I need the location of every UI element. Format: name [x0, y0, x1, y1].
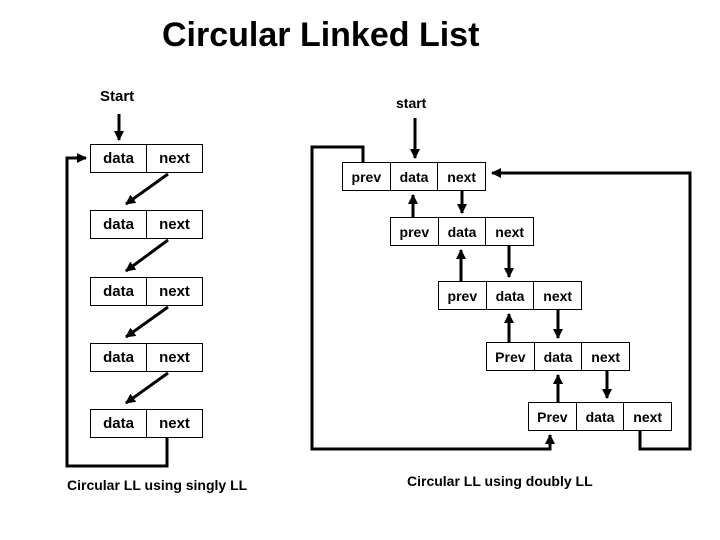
singly-node-4: data next	[90, 343, 203, 372]
singly-node-1: data next	[90, 144, 203, 173]
next-arrow-2	[125, 238, 169, 273]
singly-node-5: data next	[90, 409, 203, 438]
doubly-caption: Circular LL using doubly LL	[407, 473, 593, 489]
data-cell: data	[391, 163, 439, 190]
doubly-node-2: prev data next	[390, 217, 534, 246]
singly-caption: Circular LL using singly LL	[67, 477, 248, 493]
next-arrow-1	[125, 172, 169, 206]
next-cell: next	[159, 283, 190, 300]
data-cell: data	[91, 278, 147, 305]
next-cell: next	[447, 168, 477, 185]
next-cell: next	[633, 408, 663, 425]
doubly-node-1: prev data next	[342, 162, 486, 191]
data-cell: data	[91, 145, 147, 172]
data-cell: data	[91, 211, 147, 238]
singly-node-3: data next	[90, 277, 203, 306]
doubly-node-3: prev data next	[438, 281, 582, 310]
doubly-node-5: Prev data next	[528, 402, 672, 431]
data-cell: data	[535, 343, 583, 370]
prev-cell: prev	[391, 218, 439, 245]
next-cell: next	[159, 216, 190, 233]
prev-cell: prev	[439, 282, 487, 309]
doubly-node-4: Prev data next	[486, 342, 630, 371]
singly-node-2: data next	[90, 210, 203, 239]
data-cell: data	[487, 282, 535, 309]
next-cell: next	[543, 287, 573, 304]
next-arrow-3	[125, 305, 169, 339]
prev-cell: Prev	[529, 403, 577, 430]
data-cell: data	[91, 410, 147, 437]
data-cell: data	[577, 403, 625, 430]
next-cell: next	[159, 150, 190, 167]
next-cell: next	[159, 415, 190, 432]
start-label-doubly: start	[396, 95, 427, 111]
prev-cell: prev	[343, 163, 391, 190]
next-cell: next	[591, 348, 621, 365]
start-label-singly: Start	[100, 88, 135, 105]
next-cell: next	[159, 349, 190, 366]
prev-cell: Prev	[487, 343, 535, 370]
next-arrow-4	[125, 371, 169, 405]
page-title: Circular Linked List	[162, 16, 480, 54]
data-cell: data	[91, 344, 147, 371]
data-cell: data	[439, 218, 487, 245]
next-cell: next	[495, 223, 525, 240]
